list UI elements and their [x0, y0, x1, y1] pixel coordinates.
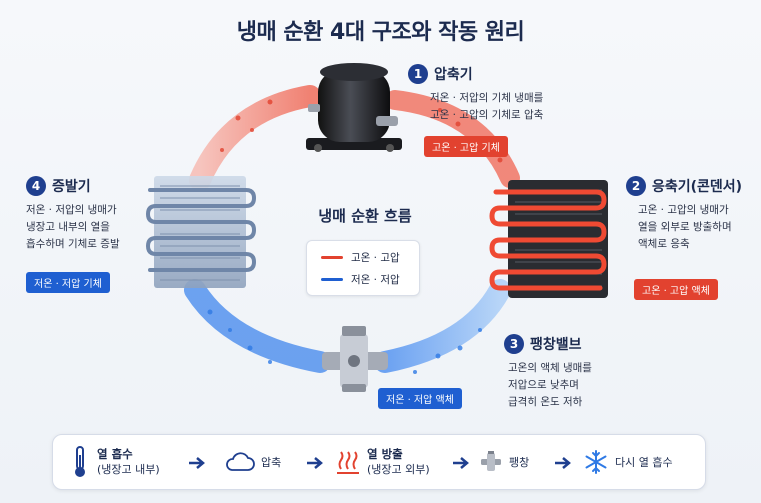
flow-item-expand: 팽창	[479, 435, 529, 489]
step-compressor: 1 압축기 저온 · 저압의 기체 냉매를 고온 · 고압의 기체로 압축	[408, 64, 568, 124]
step-expansion-valve: 3 팽창밸브 고온의 액체 냉매를 저압으로 낮추며 급격히 온도 저하	[504, 334, 644, 411]
arrow-right-icon	[189, 457, 205, 469]
legend-swatch-cold	[321, 277, 343, 281]
hot-flow-arc	[189, 85, 321, 191]
state-tag-hot-gas: 고온 · 고압 기체	[424, 136, 508, 157]
step-desc-line: 고온 · 고압의 냉매가	[638, 204, 729, 216]
evaporator-illustration	[145, 176, 257, 288]
snowflake-icon	[585, 450, 607, 474]
step-desc-line: 저온 · 저압의 냉매가	[26, 204, 117, 216]
flow-label: 다시 열 흡수	[615, 455, 673, 469]
step-number-badge: 3	[504, 334, 524, 354]
step-desc-line: 흡수하며 기체로 증발	[26, 238, 120, 250]
step-desc-line: 액체로 응축	[638, 238, 690, 250]
flow-label: 팽창	[509, 455, 530, 469]
cold-flow-arc-left	[184, 279, 331, 373]
step-desc-line: 저온 · 저압의 기체 냉매를	[430, 92, 544, 104]
condenser-illustration	[489, 180, 608, 298]
flow-item-reabsorb: 다시 열 흡수	[583, 435, 673, 489]
step-desc-line: 열을 외부로 방출하며	[638, 221, 732, 233]
step-name: 증발기	[52, 179, 91, 195]
expansion-valve-illustration	[322, 326, 388, 392]
step-desc-line: 고온의 액체 냉매를	[508, 362, 592, 374]
legend-label: 고온 · 고압	[351, 251, 400, 264]
flow-label: 열 흡수	[97, 447, 133, 461]
step-desc-line: 고온 · 고압의 기체로 압축	[430, 109, 544, 121]
step-desc-line: 냉장고 내부의 열을	[26, 221, 110, 233]
step-number-badge: 2	[626, 176, 646, 196]
step-desc-line: 급격히 온도 저하	[508, 396, 583, 408]
arrow-right-icon	[307, 457, 323, 469]
state-tag-cold-liquid: 저온 · 저압 액체	[378, 388, 462, 409]
step-name: 압축기	[434, 67, 473, 83]
step-condenser: 2 응축기(콘덴서) 고온 · 고압의 냉매가 열을 외부로 방출하며 액체로 …	[626, 176, 760, 253]
legend: 고온 · 고압 저온 · 저압	[306, 240, 420, 296]
step-evaporator: 4 증발기 저온 · 저압의 냉매가 냉장고 내부의 열을 흡수하며 기체로 증…	[26, 176, 156, 253]
heat-waves-icon	[337, 451, 359, 474]
process-summary-bar: 열 흡수 (냉장고 내부) 압축 열 방출 (냉장고 외부) 팽창	[52, 434, 706, 490]
page-title: 냉매 순환 4대 구조와 작동 원리	[236, 20, 525, 45]
flow-sublabel: (냉장고 외부)	[367, 463, 430, 476]
hot-flow-arc-right	[385, 90, 520, 188]
flow-label: 압축	[261, 455, 282, 469]
cloud-icon	[226, 452, 255, 471]
cycle-title: 냉매 순환 흐름	[318, 207, 412, 225]
flow-item-compress: 압축	[225, 435, 281, 489]
state-tag-cold-gas: 저온 · 저압 기체	[26, 272, 110, 293]
flow-item-heat-release: 열 방출 (냉장고 외부)	[335, 435, 430, 489]
valve-icon	[481, 451, 501, 471]
flow-label: 열 방출	[367, 447, 403, 461]
step-number-badge: 4	[26, 176, 46, 196]
arrow-right-icon	[555, 457, 571, 469]
step-name: 팽창밸브	[530, 337, 582, 353]
state-tag-hot-liquid: 고온 · 고압 액체	[634, 279, 718, 300]
legend-swatch-hot	[321, 255, 343, 259]
step-desc-line: 저압으로 낮추며	[508, 379, 579, 391]
arrow-right-icon	[453, 457, 469, 469]
legend-item-cold: 저온 · 저압	[307, 268, 419, 290]
cold-flow-arc-right	[374, 279, 511, 373]
step-name: 응축기(콘덴서)	[652, 179, 743, 195]
legend-label: 저온 · 저압	[351, 273, 400, 286]
legend-item-hot: 고온 · 고압	[307, 246, 419, 268]
flow-item-heat-absorb: 열 흡수 (냉장고 내부)	[69, 435, 160, 489]
compressor-illustration	[306, 63, 402, 152]
flow-sublabel: (냉장고 내부)	[97, 463, 160, 476]
thermometer-icon	[75, 446, 85, 477]
step-number-badge: 1	[408, 64, 428, 84]
